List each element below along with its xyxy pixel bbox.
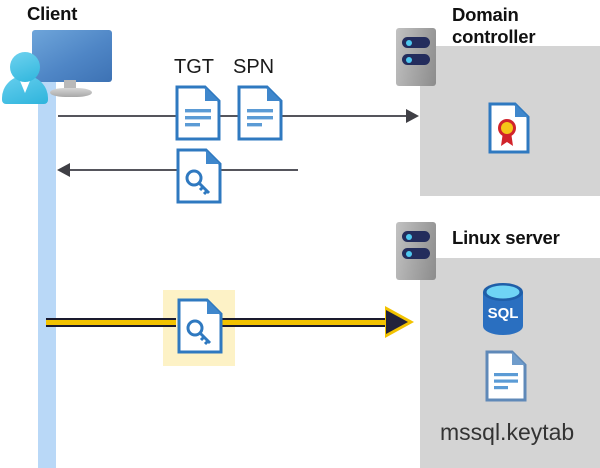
request-flow-line [58, 115, 410, 117]
domain-controller-title-line1: Domain [452, 4, 519, 25]
sql-database-icon: SQL [480, 282, 526, 336]
ticket-flow-line-right [222, 318, 392, 327]
client-title: Client [27, 3, 78, 24]
rack-slot [402, 54, 430, 65]
rack-slot [402, 231, 430, 242]
rack-slot [402, 37, 430, 48]
rack-led-icon [406, 56, 412, 63]
sql-text: SQL [488, 305, 519, 322]
spn-label: SPN [233, 56, 275, 78]
rack-led-icon [406, 233, 412, 240]
tgt-document-icon [175, 85, 221, 141]
certificate-document-icon [488, 102, 530, 154]
ticket-flow-arrowhead-icon [386, 310, 408, 334]
monitor-screen-icon [32, 30, 112, 82]
domain-controller-title-line2: controller [452, 26, 536, 47]
rack-slot [402, 248, 430, 259]
linux-server-title: Linux server [452, 227, 560, 248]
rack-led-icon [406, 250, 412, 257]
tgt-label: TGT [174, 56, 214, 78]
linux-server-rack-icon [396, 222, 436, 280]
rack-led-icon [406, 39, 412, 46]
key-document-icon [176, 148, 222, 204]
response-flow-arrowhead-icon [57, 163, 70, 177]
monitor-base-icon [50, 88, 92, 97]
ticket-flow-line-left [46, 318, 176, 327]
keytab-document-icon [485, 350, 527, 402]
spn-document-icon [237, 85, 283, 141]
client-lifeline [38, 68, 56, 468]
domain-controller-title: Domain controller [452, 4, 600, 48]
domain-controller-server-rack-icon [396, 28, 436, 86]
person-head-icon [10, 52, 40, 82]
keytab-filename-label: mssql.keytab [440, 419, 575, 445]
ticket-key-document-icon [177, 298, 223, 354]
request-flow-arrowhead-icon [406, 109, 419, 123]
